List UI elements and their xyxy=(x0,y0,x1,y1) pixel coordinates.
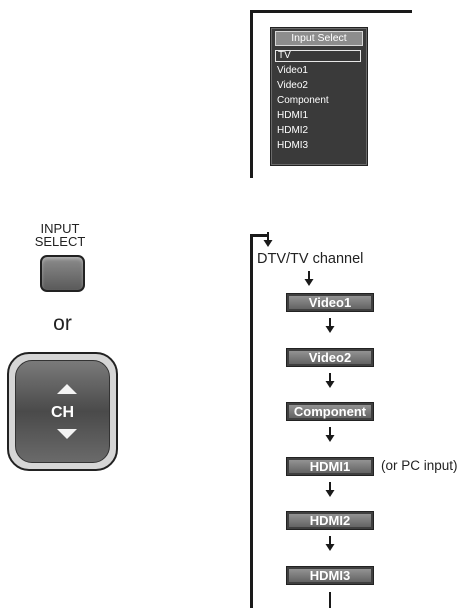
arrow-down-icon xyxy=(325,536,335,551)
flow-step-video2: Video2 xyxy=(286,348,374,367)
arrow-down-icon xyxy=(304,271,314,286)
menu-item-hdmi2[interactable]: HDMI2 xyxy=(277,125,309,136)
frame-top-line xyxy=(250,10,412,13)
menu-item-hdmi1[interactable]: HDMI1 xyxy=(277,110,309,121)
input-select-label: INPUT SELECT xyxy=(32,222,88,248)
channel-rocker-face: CH xyxy=(15,360,110,463)
arrow-down-icon xyxy=(263,232,273,247)
loop-left-line xyxy=(250,234,253,608)
flow-step-hdmi2: HDMI2 xyxy=(286,511,374,530)
frame-left-line xyxy=(250,10,253,178)
arrow-down-icon xyxy=(325,482,335,497)
channel-label: CH xyxy=(50,404,75,421)
channel-down-icon[interactable] xyxy=(57,429,77,439)
input-select-label-line1: INPUT xyxy=(40,221,80,236)
arrow-down-icon xyxy=(329,592,331,608)
menu-title: Input Select xyxy=(275,31,363,46)
menu-item-video1[interactable]: Video1 xyxy=(277,65,308,76)
loop-top-line xyxy=(250,234,268,237)
flow-step-video1: Video1 xyxy=(286,293,374,312)
arrow-down-icon xyxy=(325,318,335,333)
channel-up-icon[interactable] xyxy=(57,384,77,394)
menu-item-tv[interactable]: TV xyxy=(275,50,361,62)
input-select-menu: Input Select TV Video1 Video2 Component … xyxy=(270,27,368,166)
or-label: or xyxy=(53,312,72,335)
flow-start-label: DTV/TV channel xyxy=(257,251,364,267)
flow-step-hdmi3: HDMI3 xyxy=(286,566,374,585)
arrow-down-icon xyxy=(325,427,335,442)
arrow-down-icon xyxy=(325,373,335,388)
input-select-label-line2: SELECT xyxy=(34,234,86,249)
flow-step-component: Component xyxy=(286,402,374,421)
channel-rocker[interactable]: CH xyxy=(7,352,118,471)
hdmi1-note: (or PC input) xyxy=(381,458,458,473)
input-select-button[interactable] xyxy=(40,255,85,292)
menu-item-video2[interactable]: Video2 xyxy=(277,80,308,91)
menu-item-component[interactable]: Component xyxy=(277,95,329,106)
flow-step-hdmi1: HDMI1 xyxy=(286,457,374,476)
menu-item-hdmi3[interactable]: HDMI3 xyxy=(277,140,309,151)
